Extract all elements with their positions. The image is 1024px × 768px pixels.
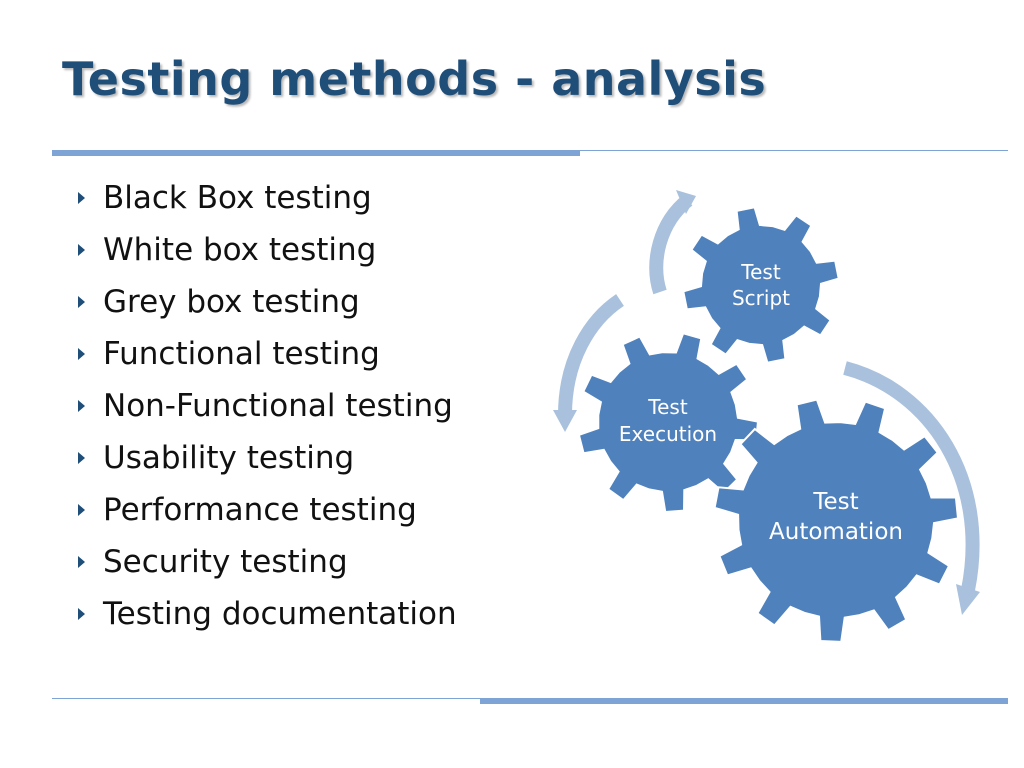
bullet-item: Security testing [72, 536, 457, 588]
bullet-text: Non-Functional testing [103, 388, 453, 424]
arrowhead-left-icon [553, 410, 577, 432]
gear-label-automation-line2: Automation [769, 519, 903, 545]
bullet-item: Testing documentation [72, 588, 457, 640]
gear-test-automation [713, 398, 960, 643]
gear-test-script [682, 206, 840, 364]
title-underline-thin [580, 150, 1008, 151]
gear-icon [682, 206, 840, 364]
bullet-text: Testing documentation [103, 596, 457, 632]
triangle-right-icon [78, 556, 85, 568]
arrowhead-right-icon [956, 584, 980, 615]
bullet-text: Black Box testing [103, 180, 372, 216]
bullet-list: Black Box testing White box testing Grey… [72, 172, 457, 640]
arrowhead-top-icon [676, 190, 696, 214]
bullet-item: Grey box testing [72, 276, 457, 328]
bullet-text: Performance testing [103, 492, 417, 528]
bullet-text: Functional testing [103, 336, 380, 372]
gear-cycle-diagram: Test Script Test Execution Test Automati… [553, 190, 980, 643]
bullet-item: White box testing [72, 224, 457, 276]
cycle-arrow-right [843, 361, 980, 592]
triangle-right-icon [78, 192, 85, 204]
bullet-item: Functional testing [72, 328, 457, 380]
triangle-right-icon [78, 608, 85, 620]
triangle-right-icon [78, 348, 85, 360]
triangle-right-icon [78, 452, 85, 464]
gear-label-script-line1: Test [740, 260, 781, 284]
triangle-right-icon [78, 504, 85, 516]
bullet-item: Usability testing [72, 432, 457, 484]
gear-label-execution-line1: Test [647, 395, 688, 419]
gear-label-execution-line2: Execution [619, 422, 717, 446]
bullet-item: Black Box testing [72, 172, 457, 224]
triangle-right-icon [78, 296, 85, 308]
slide-title: Testing methods - analysis [62, 52, 767, 106]
bullet-text: White box testing [103, 232, 377, 268]
triangle-right-icon [78, 244, 85, 256]
bullet-text: Grey box testing [103, 284, 360, 320]
gear-label-automation-line1: Test [812, 489, 858, 515]
bullet-item: Performance testing [72, 484, 457, 536]
gear-icon [713, 398, 960, 643]
cycle-arrow-left [558, 294, 625, 416]
footer-line-thin [52, 698, 480, 699]
title-underline-thick [52, 150, 580, 156]
bullet-text: Usability testing [103, 440, 355, 476]
gear-test-execution [577, 332, 760, 514]
gear-icon [577, 332, 760, 514]
bullet-item: Non-Functional testing [72, 380, 457, 432]
bullet-text: Security testing [103, 544, 348, 580]
gear-label-script-line2: Script [732, 286, 790, 310]
footer-line-thick [480, 698, 1008, 704]
cycle-arrow-top [649, 194, 693, 295]
triangle-right-icon [78, 400, 85, 412]
